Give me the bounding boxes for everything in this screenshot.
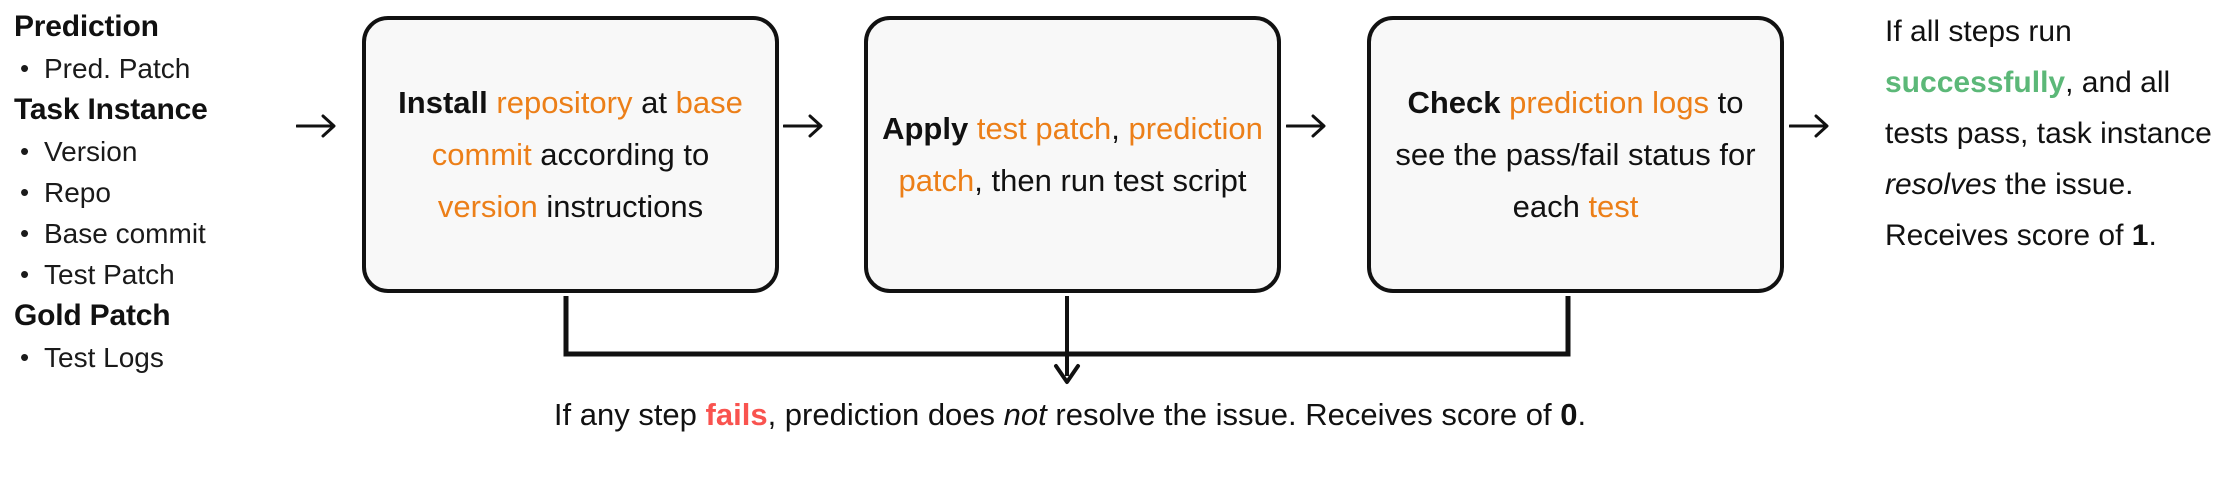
- step-card-install[interactable]: Install repository at base commit accord…: [362, 16, 779, 293]
- list-item-label: Test Patch: [44, 259, 175, 290]
- step-card-install-text: Install repository at base commit accord…: [398, 84, 743, 224]
- fail-outcome-text: If any step fails, prediction does not r…: [553, 397, 1587, 432]
- list-item-label: Base commit: [44, 218, 206, 249]
- success-outcome-text: If all steps run successfully, and all t…: [1885, 15, 2212, 252]
- list-item: • Pred. Patch: [14, 48, 344, 89]
- step-card-apply-text: Apply test patch, prediction patch, then…: [882, 110, 1263, 198]
- list-item-label: Pred. Patch: [44, 53, 191, 84]
- arrow-right-icon: [1788, 106, 1834, 146]
- list-item: • Test Logs: [14, 337, 344, 378]
- list-item-label: Version: [44, 136, 138, 167]
- bullet-icon: •: [20, 259, 30, 289]
- bullet-icon: •: [20, 53, 30, 83]
- arrow-right-icon: [295, 106, 341, 146]
- step-card-check[interactable]: Check prediction logs to see the pass/fa…: [1367, 16, 1784, 293]
- list-item: • Test Patch: [14, 254, 344, 295]
- bullet-icon: •: [20, 136, 30, 166]
- list-item-label: Test Logs: [44, 342, 164, 373]
- group-heading-gold-patch: Gold Patch: [14, 299, 171, 332]
- bullet-icon: •: [20, 342, 30, 372]
- arrow-right-icon: [782, 106, 828, 146]
- list-item: • Repo: [14, 172, 344, 213]
- list-item: • Version: [14, 131, 344, 172]
- step-card-check-text: Check prediction logs to see the pass/fa…: [1395, 84, 1756, 224]
- group-heading-prediction: Prediction: [14, 10, 159, 43]
- bullet-icon: •: [20, 218, 30, 248]
- artifact-group-task-instance: Task Instance • Version • Repo • Base co…: [14, 89, 344, 295]
- step-card-apply[interactable]: Apply test patch, prediction patch, then…: [864, 16, 1281, 293]
- list-item-label: Repo: [44, 177, 111, 208]
- bullet-icon: •: [20, 177, 30, 207]
- artifact-group-prediction: Prediction • Pred. Patch: [14, 6, 344, 89]
- group-heading-task-instance: Task Instance: [14, 93, 208, 126]
- artifact-group-gold-patch: Gold Patch • Test Logs: [14, 295, 344, 378]
- arrow-right-icon: [1285, 106, 1331, 146]
- list-item: • Base commit: [14, 213, 344, 254]
- input-artifacts-column: Prediction • Pred. Patch Task Instance •…: [14, 6, 344, 378]
- fail-path-connector: [562, 292, 1572, 392]
